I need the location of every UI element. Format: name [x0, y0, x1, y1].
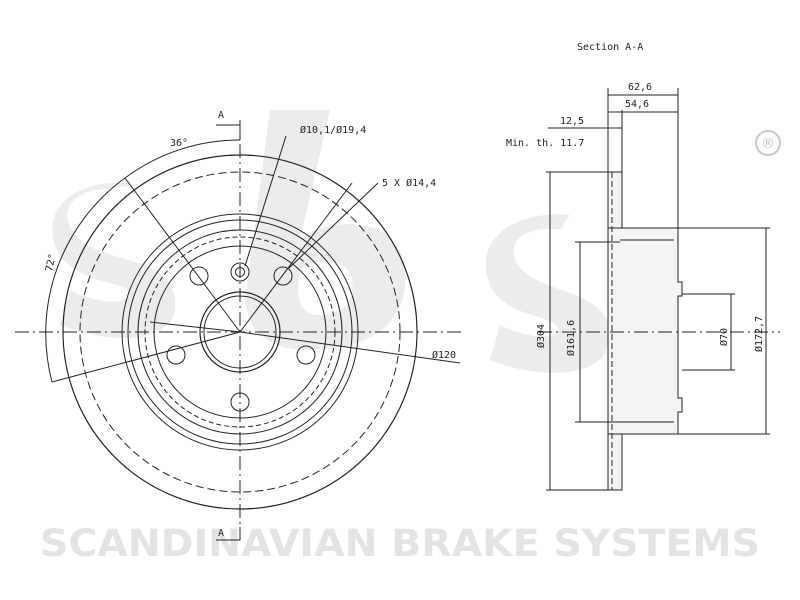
bolt-hole-label: 5 X Ø14,4 — [382, 177, 436, 189]
front-view — [15, 120, 465, 541]
bolt-hole — [273, 266, 293, 286]
hole-diameter-label: Ø10,1/Ø19,4 — [300, 124, 366, 136]
dim-hat-diameter: Ø161,6 — [565, 320, 577, 356]
angle-arc-72 — [45, 177, 126, 383]
hat-ring-4 — [153, 245, 327, 419]
outer-dashed-ring — [79, 171, 401, 493]
registered-mark: ® — [761, 136, 775, 152]
dim-outer-diameter: Ø304 — [535, 324, 547, 348]
radial-line — [51, 331, 241, 383]
bolt-leader — [288, 182, 379, 269]
hat-ring-3 — [137, 229, 343, 435]
disc-profile — [607, 171, 683, 491]
locating-hole — [230, 262, 250, 282]
angle-label-36: 36° — [170, 138, 188, 149]
bolt-hole — [189, 266, 209, 286]
registered-mark-circle — [755, 130, 781, 156]
angle-arc-36 — [124, 139, 241, 179]
section-marker-top — [216, 124, 241, 138]
dim-thickness: 12,5 — [560, 116, 584, 127]
dim-total-width: 62,6 — [628, 82, 652, 93]
bolt-hole — [166, 345, 186, 365]
bolt-hole — [296, 345, 316, 365]
dim-center-bore: Ø70 — [718, 328, 730, 346]
section-label-bottom: A — [218, 528, 224, 539]
company-name-watermark: SCANDINAVIAN BRAKE SYSTEMS — [40, 522, 760, 565]
hat-ring-2 — [127, 219, 353, 445]
radial-line — [239, 182, 353, 333]
hat-ring-dashed — [144, 236, 336, 428]
center-bore — [199, 291, 281, 373]
bolt-hole — [230, 392, 250, 412]
section-title: Section A-A — [577, 42, 643, 53]
section-marker-bottom — [216, 527, 241, 541]
dim-hub-width: 54,6 — [625, 99, 649, 110]
angle-label-72: 72° — [44, 253, 59, 273]
disc-outer-edge — [62, 154, 418, 510]
section-view — [538, 88, 780, 491]
section-label-top: A — [218, 110, 224, 121]
hole-leader — [244, 135, 287, 267]
radial-line — [124, 177, 241, 333]
min-thickness-label: Min. th. 11.7 — [506, 138, 584, 149]
radial-line — [149, 321, 241, 333]
dim-hub-outer: Ø172,7 — [753, 316, 765, 352]
center-bore-inner — [203, 295, 277, 369]
bolt-circle-label: Ø120 — [432, 349, 456, 361]
bolt-holes — [166, 262, 316, 412]
radial-line — [239, 331, 461, 364]
locating-hole-inner — [235, 267, 245, 277]
hat-ring-1 — [121, 213, 359, 451]
